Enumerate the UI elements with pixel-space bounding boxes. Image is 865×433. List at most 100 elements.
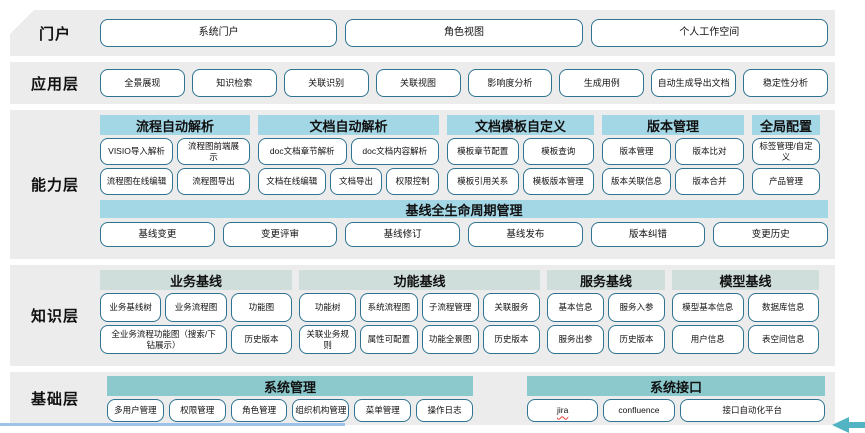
diagram-box: 个人工作空间 [590,19,828,47]
button-row: 模板引用关系模板版本管理 [447,168,594,195]
knowledge-groups: 业务基线业务基线树业务流程图功能图全业务流程功能图（搜索/下 钻展示）历史版本功… [100,270,828,354]
group: 版本管理版本管理版本比对版本关联信息版本合并 [602,115,744,195]
diagram-box: 标签管理/自定 义 [752,138,820,165]
application-items: 全景展现知识检索关联识别关联视图影响度分析生成用例自动生成导出文档稳定性分析 [100,62,828,104]
diagram-box: 操作日志 [416,399,473,422]
diagram-box: 系统门户 [100,19,338,47]
diagram-box: 关联业务规则 [299,325,357,354]
diagram-box: 业务基线树 [100,293,162,322]
layer-label-foundation: 基础层 [30,391,79,408]
diagram-box: 历史版本 [482,325,540,354]
diagram-box: 多用户管理 [107,399,164,422]
diagram-box: 关联识别 [283,69,369,97]
group: 全局配置标签管理/自定 义产品管理 [752,115,820,195]
group-header: 全局配置 [752,115,820,135]
diagram-box: 菜单管理 [354,399,412,422]
button-row: 基本信息服务入参 [547,293,665,322]
diagram-box: 数据库信息 [747,293,819,322]
button-row: 模型基本信息数据库信息 [672,293,819,322]
group: 系统管理多用户管理权限管理角色管理组织机构管理菜单管理操作日志 [107,376,473,422]
button-row: 版本管理版本比对 [602,138,744,165]
diagram-box: 文档在线编辑 [258,168,326,195]
diagram-box: 角色管理 [230,399,288,422]
group: 模型基线模型基本信息数据库信息用户信息表空间信息 [672,270,819,354]
button-row: 模板章节配置模板查询 [447,138,594,165]
diagram-box: 稳定性分析 [743,69,828,97]
group-header: 服务基线 [547,270,665,290]
group-header: 版本管理 [602,115,744,135]
diagram-box: 关联视图 [375,69,461,97]
diagram-box: 版本纠错 [590,222,706,247]
arrow-bar [849,422,865,428]
diagram-box: 基线发布 [468,222,583,247]
diagram-box: 流程图导出 [177,168,250,195]
diagram-box: 影响度分析 [467,69,553,97]
left-arrow-icon [832,417,865,433]
diagram-box: 变更历史 [713,222,829,247]
layer-label-application: 应用层 [30,75,79,93]
bottom-accent-line [0,423,345,426]
diagram-box: 版本管理 [602,138,671,165]
diagram-box: 系统流程图 [360,293,418,322]
diagram-box: 版本合并 [675,168,744,195]
baseline-lifecycle-header: 基线全生命周期管理 [100,200,828,218]
diagram-box: 基线变更 [100,222,215,247]
diagram-box: 流程图前端展 示 [177,138,250,165]
diagram-box: 自动生成导出文档 [651,69,737,97]
diagram-box: 历史版本 [608,325,665,354]
diagram-box: 全业务流程功能图（搜索/下 钻展示） [100,325,228,354]
diagram-box: 文档导出 [329,168,383,195]
diagram-box: 服务入参 [608,293,665,322]
layer-label-portal: 门户 [38,25,71,43]
diagram-box: 生成用例 [559,69,645,97]
diagram-box: jira [527,399,599,422]
diagram-box: 模板查询 [522,138,594,165]
diagram-box: confluence [603,399,675,422]
layer-label-capability: 能力层 [30,177,79,194]
diagram-box: 权限控制 [386,168,439,195]
baseline-lifecycle-items: 基线变更变更评审基线修订基线发布版本纠错变更历史 [100,222,829,247]
layer-application: 应用层 全景展现知识检索关联识别关联视图影响度分析生成用例自动生成导出文档稳定性… [10,62,835,104]
group-header: 模型基线 [672,270,819,290]
diagram-box: doc文档内容解析 [350,138,439,165]
button-row: 产品管理 [752,168,820,195]
layer-knowledge: 知识层 业务基线业务基线树业务流程图功能图全业务流程功能图（搜索/下 钻展示）历… [10,265,835,366]
diagram-box: 历史版本 [231,325,292,354]
diagram-box: 版本关联信息 [602,168,671,195]
group-header: 功能基线 [299,270,540,290]
diagram-box: 功能全景图 [421,325,479,354]
diagram-box: 流程图在线编辑 [100,168,173,195]
button-row: 用户信息表空间信息 [672,325,819,354]
layer-label-knowledge: 知识层 [30,308,79,325]
button-row: 多用户管理权限管理角色管理组织机构管理菜单管理操作日志 [107,399,473,422]
diagram-box: 服务出参 [547,325,604,354]
diagram-box: 模板版本管理 [522,168,594,195]
diagram-box: 角色视图 [345,19,583,47]
arrow-triangle [832,417,849,433]
group-header: 文档自动解析 [258,115,439,135]
button-row: 全业务流程功能图（搜索/下 钻展示）历史版本 [100,325,292,354]
button-row: 文档在线编辑文档导出权限控制 [258,168,439,195]
diagram-box: 全景展现 [100,69,185,97]
diagram-box: 属性可配置 [360,325,418,354]
diagram-box: 基本信息 [547,293,604,322]
diagram-box: 子流程管理 [421,293,479,322]
diagram-box: 表空间信息 [747,325,819,354]
group: 业务基线业务基线树业务流程图功能图全业务流程功能图（搜索/下 钻展示）历史版本 [100,270,292,354]
diagram-box: 业务流程图 [165,293,227,322]
diagram-box: 关联服务 [482,293,540,322]
diagram-box: 产品管理 [752,168,820,195]
diagram-box: 模板引用关系 [447,168,519,195]
diagram-box: 权限管理 [168,399,226,422]
group-header: 流程自动解析 [100,115,250,135]
diagram-box: 模板章节配置 [447,138,519,165]
diagram-box: 变更评审 [222,222,338,247]
diagram-box: 组织机构管理 [292,399,350,422]
group-header: 文档模板自定义 [447,115,594,135]
button-row: 关联业务规则属性可配置功能全景图历史版本 [299,325,540,354]
